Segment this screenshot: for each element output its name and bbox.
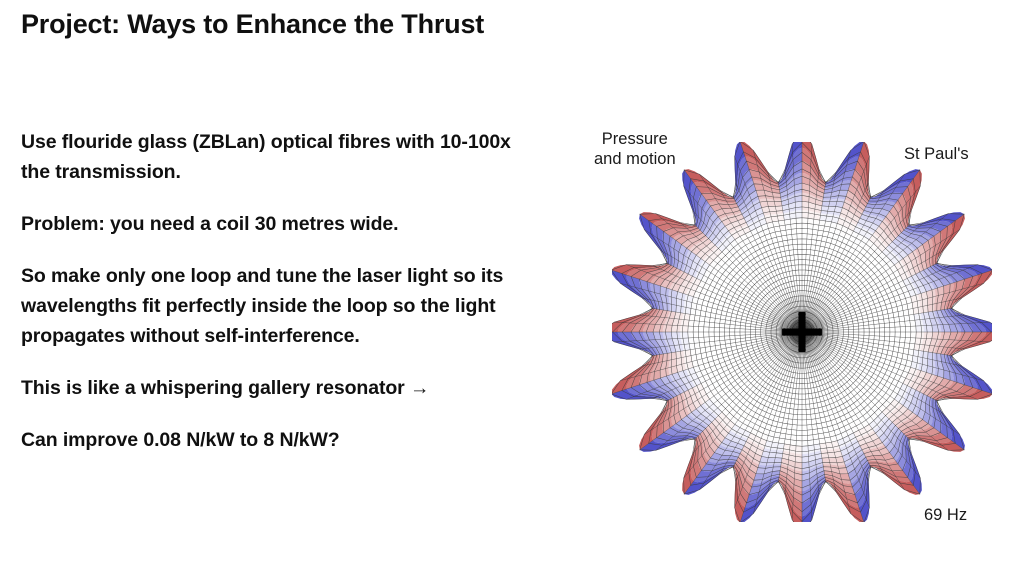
paragraph-1: Use flouride glass (ZBLan) optical fibre… xyxy=(21,131,511,183)
figure-label-pressure-and-motion: Pressure and motion xyxy=(594,130,676,168)
resonator-center-node xyxy=(765,295,839,369)
paragraph-5: Can improve 0.08 N/kW to 8 N/kW? xyxy=(21,429,340,451)
figure-label-st-pauls: St Paul's xyxy=(904,145,969,163)
paragraph-3: So make only one loop and tune the laser… xyxy=(21,265,504,347)
resonator-mesh xyxy=(612,142,992,522)
paragraph-4: This is like a whispering gallery resona… xyxy=(21,377,430,399)
resonator-figure: Pressure and motion St Paul's 69 Hz xyxy=(560,120,1020,540)
figure-label-frequency: 69 Hz xyxy=(924,506,968,524)
whispering-gallery-resonator-diagram xyxy=(612,142,992,522)
paragraph-2: Problem: you need a coil 30 metres wide. xyxy=(21,213,399,235)
page-title: Project: Ways to Enhance the Thrust xyxy=(21,9,485,39)
body-text-block: Use flouride glass (ZBLan) optical fibre… xyxy=(21,127,541,455)
